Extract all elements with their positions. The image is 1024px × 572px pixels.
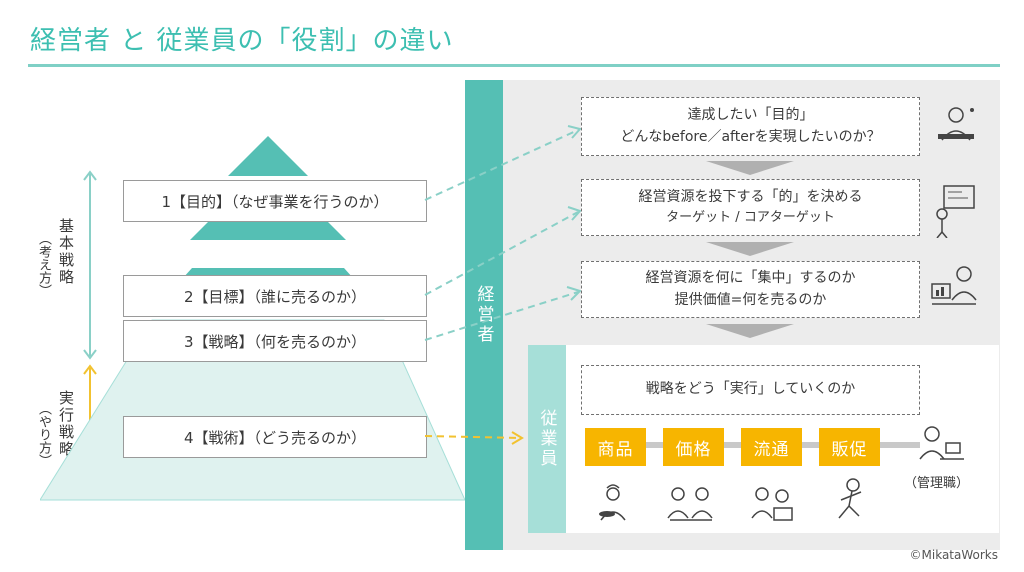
connector-arrows — [424, 125, 582, 445]
step-arrow-3 — [706, 324, 794, 338]
running-person-icon — [838, 478, 862, 519]
execution-strategy-label: 実行戦略 — [57, 390, 75, 458]
purpose-step-subtitle: どんなbefore／afterを実現したいのか？ — [620, 128, 881, 145]
copyright-text: ©MikataWorks — [909, 548, 998, 562]
basic-strategy-label: 基本戦略 — [57, 218, 75, 286]
focus-step-subtitle: 提供価値=何を売るのか — [674, 291, 827, 308]
step-arrow-2 — [706, 242, 794, 256]
tactics-label: 4【戦術】（どう売るのか） — [123, 416, 427, 458]
target-step-box: 経営資源を投下する「的」を決める ターゲット / コアターゲット — [581, 179, 920, 236]
title-divider — [28, 64, 1000, 67]
employee-label: 従業員 — [536, 409, 557, 469]
execution-step-title: 戦略をどう「実行」していくのか — [645, 381, 856, 398]
target-step-title: 経営資源を投下する「的」を決める — [638, 188, 863, 205]
manager-person-icon — [919, 426, 964, 460]
manager-label: 経営者 — [473, 285, 494, 345]
step-arrow-1 — [706, 161, 794, 175]
execution-step-box: 戦略をどう「実行」していくのか — [581, 365, 920, 415]
pyramid-top-tier — [228, 136, 308, 176]
page-title: 経営者 と 従業員の「役割」の違い — [30, 26, 454, 56]
goal-label: 2【目標】（誰に売るのか） — [123, 275, 427, 317]
price-tag: 価格 — [663, 428, 724, 466]
purpose-step-title: 達成したい「目的」 — [687, 106, 814, 123]
meeting-people-icon — [667, 487, 713, 521]
basic-strategy-note: （考え方） — [36, 232, 51, 297]
shop-staff-icon — [751, 487, 793, 521]
pyramid-upper-tier — [190, 222, 346, 240]
chef-person-icon — [599, 484, 626, 521]
focus-step-title: 経営資源を何に「集中」するのか — [645, 269, 856, 286]
employee-bar: 従業員 — [528, 345, 566, 533]
manager-bar: 経営者 — [465, 80, 503, 550]
thinking-person-icon — [938, 107, 974, 141]
place-tag: 流通 — [741, 428, 802, 466]
promotion-tag: 販促 — [819, 428, 880, 466]
target-board-icon — [936, 185, 975, 238]
execution-strategy-note: （やり方） — [36, 402, 51, 467]
product-tag: 商品 — [585, 428, 646, 466]
purpose-label: 1【目的】（なぜ事業を行うのか） — [123, 180, 427, 222]
purpose-step-box: 達成したい「目的」 どんなbefore／afterを実現したいのか？ — [581, 97, 920, 156]
target-step-subtitle: ターゲット / コアターゲット — [666, 210, 835, 226]
management-label: （管理職） — [904, 476, 970, 491]
analysis-person-icon — [931, 266, 977, 305]
focus-step-box: 経営資源を何に「集中」するのか 提供価値=何を売るのか — [581, 261, 920, 318]
strategy-label: 3【戦略】（何を売るのか） — [123, 320, 427, 362]
